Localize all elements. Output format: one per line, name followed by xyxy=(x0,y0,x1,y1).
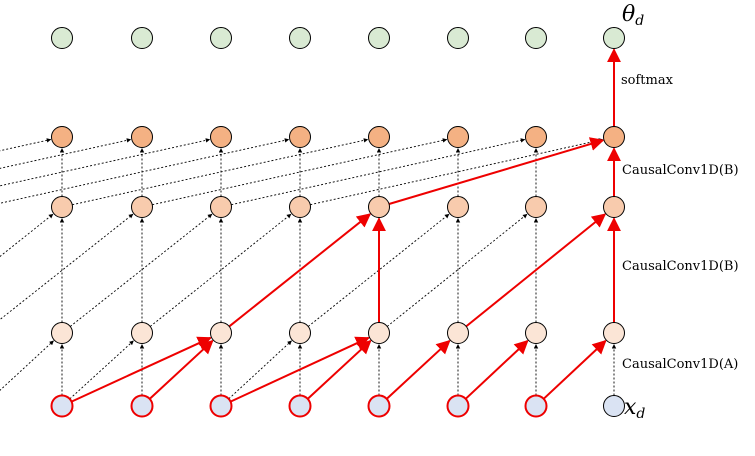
conv-b-1-node xyxy=(51,196,73,218)
layer-b-mid-label: CausalConv1D(B) xyxy=(622,259,739,274)
input-node xyxy=(446,394,470,418)
highlighted-path-edges xyxy=(71,48,621,403)
input-node xyxy=(209,394,233,418)
output-node xyxy=(51,27,73,49)
conv-a-node xyxy=(51,322,73,344)
dotted-edge xyxy=(228,340,292,400)
dotted-edge xyxy=(0,138,290,204)
highlight-edge xyxy=(388,137,605,205)
conv-b-1-node xyxy=(525,196,547,218)
conv-b-2-node xyxy=(131,126,153,148)
dotted-edge xyxy=(69,213,213,327)
highlight-edge xyxy=(228,213,372,328)
highlight-edge xyxy=(542,339,607,400)
conv-b-2-node xyxy=(289,126,311,148)
conv-b-1-node xyxy=(603,196,625,218)
input-node xyxy=(288,394,312,418)
conv-a-node xyxy=(447,322,469,344)
input-node xyxy=(367,394,391,418)
input-node xyxy=(524,394,548,418)
nodes xyxy=(50,27,625,418)
conv-a-node xyxy=(525,322,547,344)
conv-a-node xyxy=(368,322,390,344)
output-node xyxy=(210,27,232,49)
highlight-edge xyxy=(149,339,214,400)
conv-b-2-node xyxy=(51,126,73,148)
conv-b-2-node xyxy=(447,126,469,148)
conv-a-node xyxy=(289,322,311,344)
highlight-edge xyxy=(71,336,212,403)
input-node xyxy=(603,395,625,417)
highlight-edge xyxy=(307,339,372,400)
conv-a-node xyxy=(210,322,232,344)
dotted-edge xyxy=(0,213,134,321)
output-node xyxy=(289,27,311,49)
softmax-label: softmax xyxy=(621,73,673,88)
highlight-edge xyxy=(465,213,607,328)
output-node xyxy=(131,27,153,49)
dotted-edge xyxy=(0,213,54,258)
conv-b-1-node xyxy=(289,196,311,218)
theta-label: θd xyxy=(622,2,645,29)
conv-b-1-node xyxy=(368,196,390,218)
conv-b-1-node xyxy=(210,196,232,218)
dotted-edge xyxy=(0,138,132,169)
conv-a-node xyxy=(131,322,153,344)
conv-a-node xyxy=(603,322,625,344)
conv-b-2-node xyxy=(368,126,390,148)
highlight-edge xyxy=(464,339,529,400)
layer-a-label: CausalConv1D(A) xyxy=(622,357,739,372)
input-node xyxy=(50,394,74,418)
dotted-edge xyxy=(231,138,526,206)
output-node xyxy=(525,27,547,49)
dotted-edge xyxy=(0,138,211,187)
dotted-edge xyxy=(310,138,604,206)
output-node xyxy=(603,27,625,49)
output-node xyxy=(368,27,390,49)
conv-b-2-node xyxy=(525,126,547,148)
input-node xyxy=(130,394,154,418)
conv-b-2-node xyxy=(603,126,625,148)
dotted-edges xyxy=(0,138,617,400)
dotted-edge xyxy=(386,213,528,327)
conv-b-1-node xyxy=(447,196,469,218)
highlight-edge xyxy=(386,339,451,400)
x-label: xd xyxy=(624,395,646,422)
conv-b-2-node xyxy=(210,126,232,148)
dotted-edge xyxy=(0,340,54,391)
highlight-edge xyxy=(230,336,370,403)
dotted-edge xyxy=(69,340,134,400)
conv-b-1-node xyxy=(131,196,153,218)
layer-b-top-label: CausalConv1D(B) xyxy=(622,163,739,178)
output-node xyxy=(447,27,469,49)
dotted-edge xyxy=(0,138,52,152)
dotted-edge xyxy=(152,138,448,206)
dotted-edge xyxy=(72,138,369,206)
